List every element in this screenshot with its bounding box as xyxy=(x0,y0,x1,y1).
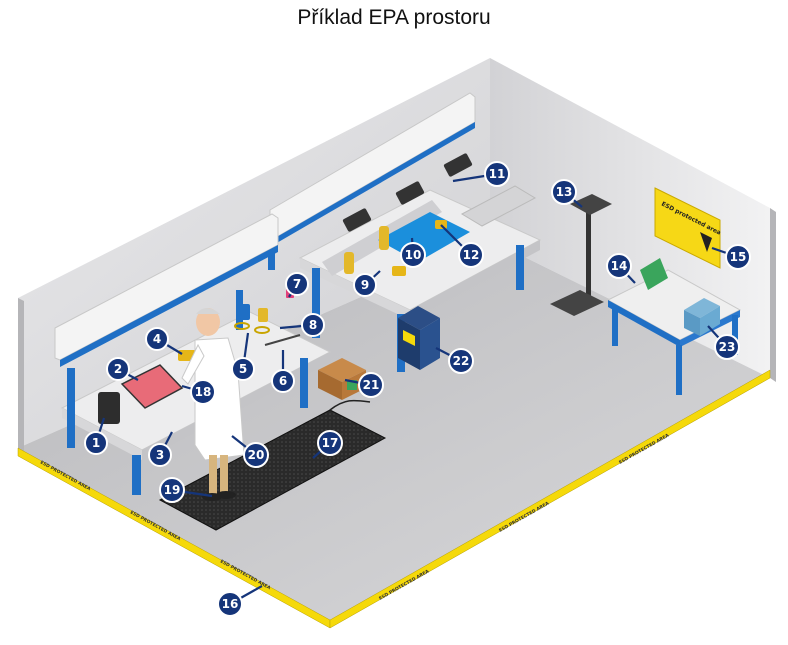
marker-8: 8 xyxy=(301,313,325,337)
marker-10: 10 xyxy=(400,242,426,268)
marker-13: 13 xyxy=(551,179,577,205)
marker-22: 22 xyxy=(448,348,474,374)
svg-text:20: 20 xyxy=(248,448,265,462)
svg-text:1: 1 xyxy=(92,436,100,450)
svg-text:9: 9 xyxy=(361,278,369,292)
svg-text:13: 13 xyxy=(556,185,573,199)
marker-16: 16 xyxy=(217,591,243,617)
marker-17: 17 xyxy=(317,430,343,456)
right-side-table xyxy=(606,258,742,395)
marker-3: 3 xyxy=(148,443,172,467)
svg-text:7: 7 xyxy=(293,277,301,291)
svg-text:12: 12 xyxy=(463,248,480,262)
marker-19: 19 xyxy=(159,477,185,503)
esd-warning-sign: ESD protected area xyxy=(654,187,722,269)
esd-storage-cabinet xyxy=(398,306,440,370)
marker-1: 1 xyxy=(84,431,108,455)
svg-text:3: 3 xyxy=(156,448,164,462)
marker-23: 23 xyxy=(714,334,740,360)
svg-text:18: 18 xyxy=(195,385,212,399)
marker-21: 21 xyxy=(358,372,384,398)
floor xyxy=(18,240,770,628)
svg-text:5: 5 xyxy=(239,362,247,376)
mat-ground-cord xyxy=(329,399,371,411)
svg-text:16: 16 xyxy=(222,597,239,611)
esd-cardboard-box xyxy=(318,358,366,400)
marker-11: 11 xyxy=(484,161,510,187)
marker-6: 6 xyxy=(271,369,295,393)
diagram-title: Příklad EPA prostoru xyxy=(297,6,491,29)
svg-text:23: 23 xyxy=(719,340,736,354)
marker-5: 5 xyxy=(231,357,255,381)
svg-text:15: 15 xyxy=(730,250,747,264)
left-wall-thickness xyxy=(18,298,24,452)
svg-text:6: 6 xyxy=(279,374,287,388)
svg-text:17: 17 xyxy=(322,436,339,450)
svg-text:19: 19 xyxy=(164,483,181,497)
svg-text:8: 8 xyxy=(309,318,317,332)
marker-7: 7 xyxy=(285,272,309,296)
marker-20: 20 xyxy=(243,442,269,468)
svg-text:10: 10 xyxy=(405,248,422,262)
svg-text:14: 14 xyxy=(611,259,628,273)
svg-text:22: 22 xyxy=(453,354,470,368)
personnel-tester-stand xyxy=(550,194,612,316)
marker-12: 12 xyxy=(458,242,484,268)
svg-text:2: 2 xyxy=(114,362,122,376)
marker-15: 15 xyxy=(725,244,751,270)
marker-2: 2 xyxy=(106,357,130,381)
marker-4: 4 xyxy=(145,327,169,351)
number-markers: 1 2 3 4 5 6 7 8 9 10 11 12 13 14 15 16 1… xyxy=(84,161,751,617)
svg-text:11: 11 xyxy=(489,167,506,181)
right-wall-thickness xyxy=(770,208,776,382)
svg-text:4: 4 xyxy=(153,332,161,346)
svg-text:21: 21 xyxy=(363,378,380,392)
marker-18: 18 xyxy=(190,379,216,405)
marker-14: 14 xyxy=(606,253,632,279)
marker-9: 9 xyxy=(353,273,377,297)
